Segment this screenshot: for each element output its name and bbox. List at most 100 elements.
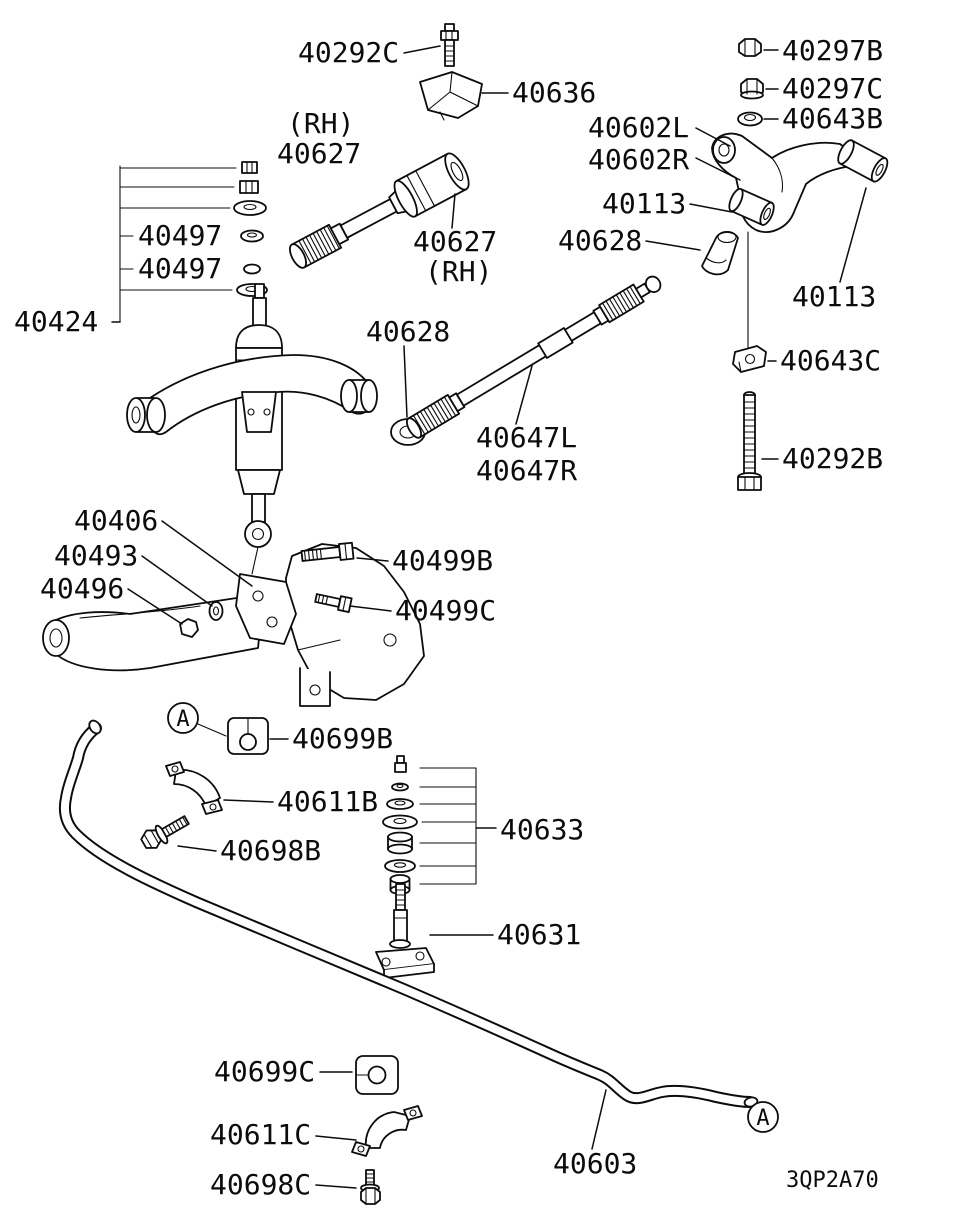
part-number-40113-right: 40113 — [792, 280, 876, 313]
part-number-40611b: 40611B — [277, 785, 378, 818]
illustration-cushion-40628-right — [701, 230, 739, 276]
label-40631: 40631 — [429, 918, 581, 951]
illustration-bolt-40292c — [440, 23, 459, 67]
part-number-40699b: 40699B — [292, 722, 393, 755]
part-number-40497-upper: 40497 — [138, 219, 222, 252]
label-40113-left: 40113 — [602, 187, 733, 220]
illustration-washer-40643b — [737, 111, 763, 127]
illustration-bolt-40499b — [300, 541, 355, 562]
part-number-40292c: 40292C — [298, 36, 399, 69]
part-side-40627-bottom: (RH) — [425, 255, 492, 288]
part-number-40297c: 40297C — [782, 72, 883, 105]
illustration-nut-40297c — [740, 78, 764, 100]
label-40602r: 40602R — [588, 143, 741, 181]
part-number-40493: 40493 — [54, 539, 138, 572]
part-number-40699c: 40699C — [214, 1055, 315, 1088]
label-40611b: 40611B — [223, 785, 378, 818]
illustration-link-parts-40633 — [382, 755, 477, 895]
illustration-bolt-40499c — [314, 593, 353, 614]
label-40292b: 40292B — [761, 442, 883, 475]
illustration-bracket-40611c — [351, 1105, 423, 1157]
part-number-40633: 40633 — [500, 813, 584, 846]
part-number-40602r: 40602R — [588, 143, 689, 176]
illustration-torsion-bar-40647 — [405, 275, 662, 439]
part-number-40113-left: 40113 — [602, 187, 686, 220]
part-number-40627-bottom: 40627 — [413, 225, 497, 258]
part-number-40698c: 40698C — [210, 1168, 311, 1201]
label-40627-top: (RH) 40627 — [277, 107, 361, 170]
part-number-40611c: 40611C — [210, 1118, 311, 1151]
part-number-40627-top: 40627 — [277, 137, 361, 170]
part-number-40297b: 40297B — [782, 34, 883, 67]
label-40292c: 40292C — [298, 36, 441, 69]
label-40493: 40493 — [54, 539, 213, 607]
label-40424: 40424 — [14, 305, 121, 338]
part-side-40627-top: (RH) — [287, 107, 354, 140]
part-number-40628-left: 40628 — [366, 315, 450, 348]
label-40647: 40647L 40647R — [476, 365, 577, 487]
illustration-link-40631 — [375, 883, 435, 979]
illustration-lower-arm-and-frame — [42, 543, 425, 707]
part-number-40499b: 40499B — [392, 544, 493, 577]
illustration-clip-40643c — [732, 345, 767, 373]
illustration-upper-arm-40602 — [711, 132, 853, 233]
label-40297c: 40297C — [765, 72, 883, 105]
marker-a-bottom-letter: A — [756, 1106, 769, 1131]
label-40611c: 40611C — [210, 1118, 357, 1151]
illustration-bolt-40698c — [360, 1169, 381, 1205]
label-40499b: 40499B — [356, 544, 493, 577]
illustration-bushing-40113-right — [837, 139, 889, 183]
part-number-40496: 40496 — [40, 572, 124, 605]
label-40633: 40633 — [475, 813, 584, 846]
part-number-40647l: 40647L — [476, 421, 577, 454]
illustration-bracket-40636 — [419, 71, 483, 121]
part-number-40643b: 40643B — [782, 102, 883, 135]
marker-a-bottom: A — [747, 1101, 779, 1133]
label-40636: 40636 — [481, 76, 596, 109]
illustration-upper-arm-40424 — [126, 354, 378, 435]
illustration-bolt-40698b — [140, 815, 190, 849]
label-40628-right: 40628 — [558, 224, 701, 257]
label-40603: 40603 — [553, 1089, 637, 1180]
label-40698b: 40698B — [177, 834, 321, 867]
part-number-40292b: 40292B — [782, 442, 883, 475]
label-40113-right: 40113 — [792, 187, 876, 313]
part-number-40406: 40406 — [74, 504, 158, 537]
part-number-40647r: 40647R — [476, 454, 577, 487]
label-40628-left: 40628 — [366, 315, 450, 418]
label-40406: 40406 — [74, 504, 253, 587]
part-number-40497-lower: 40497 — [138, 252, 222, 285]
label-40643c: 40643C — [767, 344, 881, 377]
illustration-bushing-40699c — [355, 1055, 399, 1095]
illustration-bracket-40611b — [165, 761, 223, 815]
illustration-bushing-40113-left — [728, 187, 775, 226]
part-number-40603: 40603 — [553, 1147, 637, 1180]
illustration-bushing-40699b — [227, 717, 269, 755]
part-number-40602l: 40602L — [588, 111, 689, 144]
label-40297b: 40297B — [763, 34, 883, 67]
label-40698c: 40698C — [210, 1168, 357, 1201]
label-40699c: 40699C — [214, 1055, 353, 1088]
label-40496: 40496 — [40, 572, 183, 625]
part-number-40628-right: 40628 — [558, 224, 642, 257]
part-number-40424: 40424 — [14, 305, 98, 338]
part-number-40636: 40636 — [512, 76, 596, 109]
marker-a-top: A — [167, 702, 227, 737]
label-40499c: 40499C — [349, 594, 496, 627]
label-40602l: 40602L — [588, 111, 731, 147]
illustration-bolt-40292b — [737, 391, 762, 491]
label-40643b: 40643B — [763, 102, 883, 135]
part-number-40499c: 40499C — [395, 594, 496, 627]
part-number-40698b: 40698B — [220, 834, 321, 867]
diagram-code: 3QP2A70 — [786, 1168, 879, 1193]
label-40627-bottom: 40627 (RH) — [413, 193, 497, 288]
part-number-40643c: 40643C — [780, 344, 881, 377]
label-40497-upper: 40497 — [138, 219, 222, 252]
illustration-nut-40297b — [738, 38, 762, 57]
label-40699b: 40699B — [269, 722, 393, 755]
part-number-40631: 40631 — [497, 918, 581, 951]
label-40497-lower: 40497 — [138, 252, 222, 285]
marker-a-top-letter: A — [176, 707, 189, 732]
